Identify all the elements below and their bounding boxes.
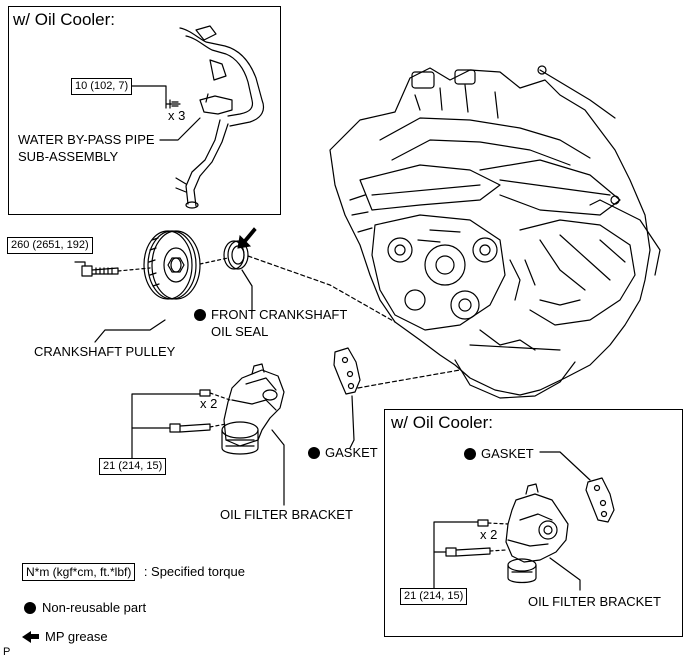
water-bypass-pipe-label-2: SUB-ASSEMBLY bbox=[18, 149, 119, 164]
inset-bottom-title: w/ Oil Cooler: bbox=[391, 413, 494, 432]
oil-seal bbox=[223, 240, 249, 270]
footer-code: P bbox=[3, 646, 11, 658]
oil-filter-bracket-main bbox=[221, 363, 285, 455]
inset-frame-bottom bbox=[384, 409, 683, 637]
nonreusable-dot-icon bbox=[308, 447, 320, 459]
qty-pipe-bolt: x 3 bbox=[168, 108, 186, 123]
oil-seal-label-1: FRONT CRANKSHAFT bbox=[211, 307, 348, 322]
inset-top-title: w/ Oil Cooler: bbox=[13, 10, 116, 29]
qty-bracket-bolts: x 2 bbox=[200, 396, 218, 411]
inset-qty-bolts: x 2 bbox=[480, 527, 498, 542]
bolt-pipe bbox=[165, 99, 181, 109]
legend-nonreusable: Non-reusable part bbox=[42, 600, 147, 615]
pulley-bolt bbox=[81, 265, 119, 277]
nonreusable-dot-icon bbox=[464, 448, 476, 460]
inset-torque-bolts: 21 (214, 15) bbox=[400, 588, 468, 605]
gasket-main bbox=[333, 347, 361, 395]
legend-torque-desc: : Specified torque bbox=[143, 564, 245, 579]
crankshaft-pulley bbox=[143, 230, 201, 300]
inset-frame-top bbox=[8, 6, 281, 215]
gasket-label: GASKET bbox=[325, 445, 378, 460]
oil-filter-bracket-inset bbox=[505, 483, 569, 584]
water-bypass-pipe-label-1: WATER BY-PASS PIPE bbox=[18, 132, 155, 147]
engine-assembly bbox=[329, 65, 661, 399]
nonreusable-dot-icon bbox=[194, 309, 206, 321]
grease-arrow-icon bbox=[237, 227, 257, 249]
torque-bracket-bolts: 21 (214, 15) bbox=[99, 458, 167, 475]
inset-gasket-label: GASKET bbox=[481, 446, 534, 461]
legend-grease: MP grease bbox=[45, 629, 108, 644]
crankshaft-pulley-label: CRANKSHAFT PULLEY bbox=[34, 344, 176, 359]
torque-pipe-bolt: 10 (102, 7) bbox=[71, 78, 133, 95]
torque-pulley-bolt: 260 (2651, 192) bbox=[7, 237, 93, 254]
inset-oil-filter-bracket-label: OIL FILTER BRACKET bbox=[528, 594, 661, 609]
oil-seal-label-2: OIL SEAL bbox=[211, 324, 269, 339]
grease-arrow-icon bbox=[22, 628, 45, 645]
oil-filter-bracket-label: OIL FILTER BRACKET bbox=[220, 507, 353, 522]
legend-torque-box: N*m (kgf*cm, ft.*lbf) bbox=[22, 563, 136, 581]
nonreusable-dot-icon bbox=[24, 601, 36, 614]
gasket-inset bbox=[585, 477, 615, 523]
water-bypass-pipe bbox=[175, 25, 265, 209]
